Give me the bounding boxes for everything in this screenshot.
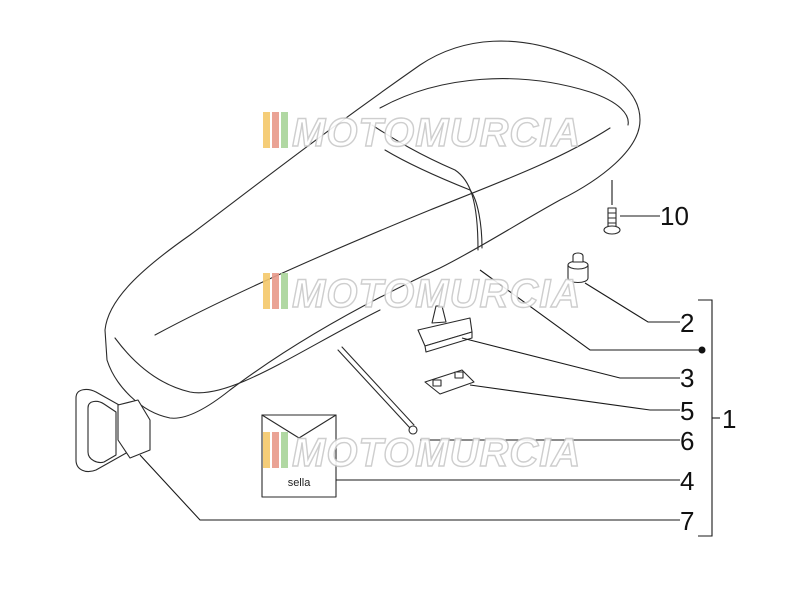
clip-part-5 bbox=[424, 369, 475, 395]
marker-dot bbox=[698, 346, 706, 354]
latch-part-7 bbox=[75, 388, 151, 473]
callout-6: 6 bbox=[680, 426, 694, 456]
callout-1: 1 bbox=[722, 404, 736, 434]
wm-stripe-1 bbox=[263, 432, 270, 468]
leader-2 bbox=[584, 282, 680, 323]
wm-stripe-2 bbox=[272, 273, 279, 309]
leader-dot bbox=[479, 269, 700, 351]
group-bracket bbox=[698, 299, 713, 537]
wm-stripe-3 bbox=[281, 432, 288, 468]
wm-stripe-1 bbox=[263, 273, 270, 309]
bag-label: sella bbox=[288, 477, 312, 489]
leader-5 bbox=[469, 384, 680, 411]
watermark-text: MOTOMURCIA bbox=[292, 431, 581, 475]
seat-divider-strip-2 bbox=[384, 149, 483, 249]
screw-part-10 bbox=[603, 207, 621, 235]
watermark-middle: MOTOMURCIA bbox=[263, 271, 581, 317]
wm-stripe-1 bbox=[263, 112, 270, 148]
bracket-part-3 bbox=[417, 305, 473, 353]
seat-divider-strip bbox=[371, 124, 479, 251]
callout-2: 2 bbox=[680, 308, 694, 338]
callout-5: 5 bbox=[680, 396, 694, 426]
wm-stripe-2 bbox=[272, 432, 279, 468]
watermark-text: MOTOMURCIA bbox=[292, 272, 581, 316]
seat-side-contour bbox=[154, 127, 611, 336]
wm-stripe-3 bbox=[281, 273, 288, 309]
callout-3: 3 bbox=[680, 363, 694, 393]
wm-stripe-3 bbox=[281, 112, 288, 148]
callout-4: 4 bbox=[680, 466, 694, 496]
watermark-bottom: MOTOMURCIA bbox=[263, 430, 581, 476]
callout-10: 10 bbox=[660, 201, 689, 231]
seat-rear-contour bbox=[379, 78, 629, 126]
watermark-text: MOTOMURCIA bbox=[292, 111, 581, 155]
seat-front-lower bbox=[114, 309, 381, 394]
seat-body bbox=[104, 40, 641, 419]
leader-7 bbox=[139, 454, 680, 521]
leader-3 bbox=[461, 337, 680, 379]
rubber-buffer-part-2 bbox=[567, 252, 589, 284]
watermark-top: MOTOMURCIA bbox=[263, 110, 581, 156]
wm-stripe-2 bbox=[272, 112, 279, 148]
seat-drawing bbox=[104, 40, 641, 419]
cable-tie-part-6 bbox=[337, 346, 418, 435]
callout-7: 7 bbox=[680, 506, 694, 536]
